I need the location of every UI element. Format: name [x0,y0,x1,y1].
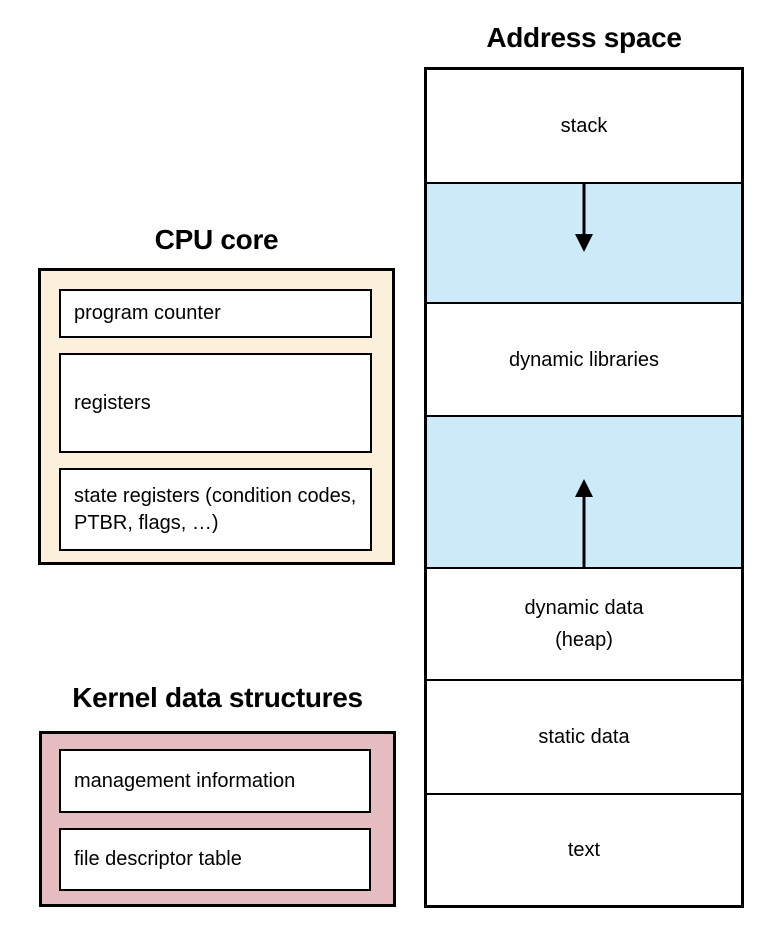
section-static-data: static data [427,679,741,793]
kernel-data-structures-box: management information file descriptor t… [39,731,396,907]
address-space-title: Address space [486,22,682,53]
section-text-label: text [567,839,601,861]
state-registers-box: state registers (condition codes, PTBR, … [59,468,372,551]
program-counter-box: program counter [59,289,372,338]
registers-box: registers [59,353,372,453]
cpu-core-box: program counter registers state register… [38,268,395,565]
section-dynamic-data: dynamic data (heap) [427,567,741,679]
section-stack-growth-region [427,182,741,302]
program-counter-label: program counter [74,302,221,324]
arrow-up-icon [575,479,593,567]
section-dynamic-data-label: dynamic data (heap) [525,592,644,656]
arrow-down-icon [575,184,593,252]
section-stack-label: stack [560,115,608,137]
kernel-data-structures-title: Kernel data structures [72,682,363,713]
registers-label: registers [74,391,151,414]
cpu-core-title: CPU core [154,224,279,255]
section-heap-growth-region [427,415,741,567]
address-space-box: stack dynamic libraries dynamic data (he… [424,67,744,908]
file-descriptor-table-label: file descriptor table [74,848,242,870]
section-dynamic-libraries: dynamic libraries [427,302,741,415]
management-information-box: management information [59,749,371,813]
section-dynamic-data-label-line1: dynamic data [524,597,644,619]
section-dynamic-data-label-line2: (heap) [555,629,613,651]
state-registers-label: state registers (condition codes, PTBR, … [74,484,357,534]
section-dynamic-libraries-label: dynamic libraries [508,348,660,371]
section-stack: stack [427,70,741,182]
section-static-data-label: static data [538,726,630,748]
file-descriptor-table-box: file descriptor table [59,828,371,891]
section-text: text [427,793,741,905]
management-information-label: management information [74,769,296,792]
